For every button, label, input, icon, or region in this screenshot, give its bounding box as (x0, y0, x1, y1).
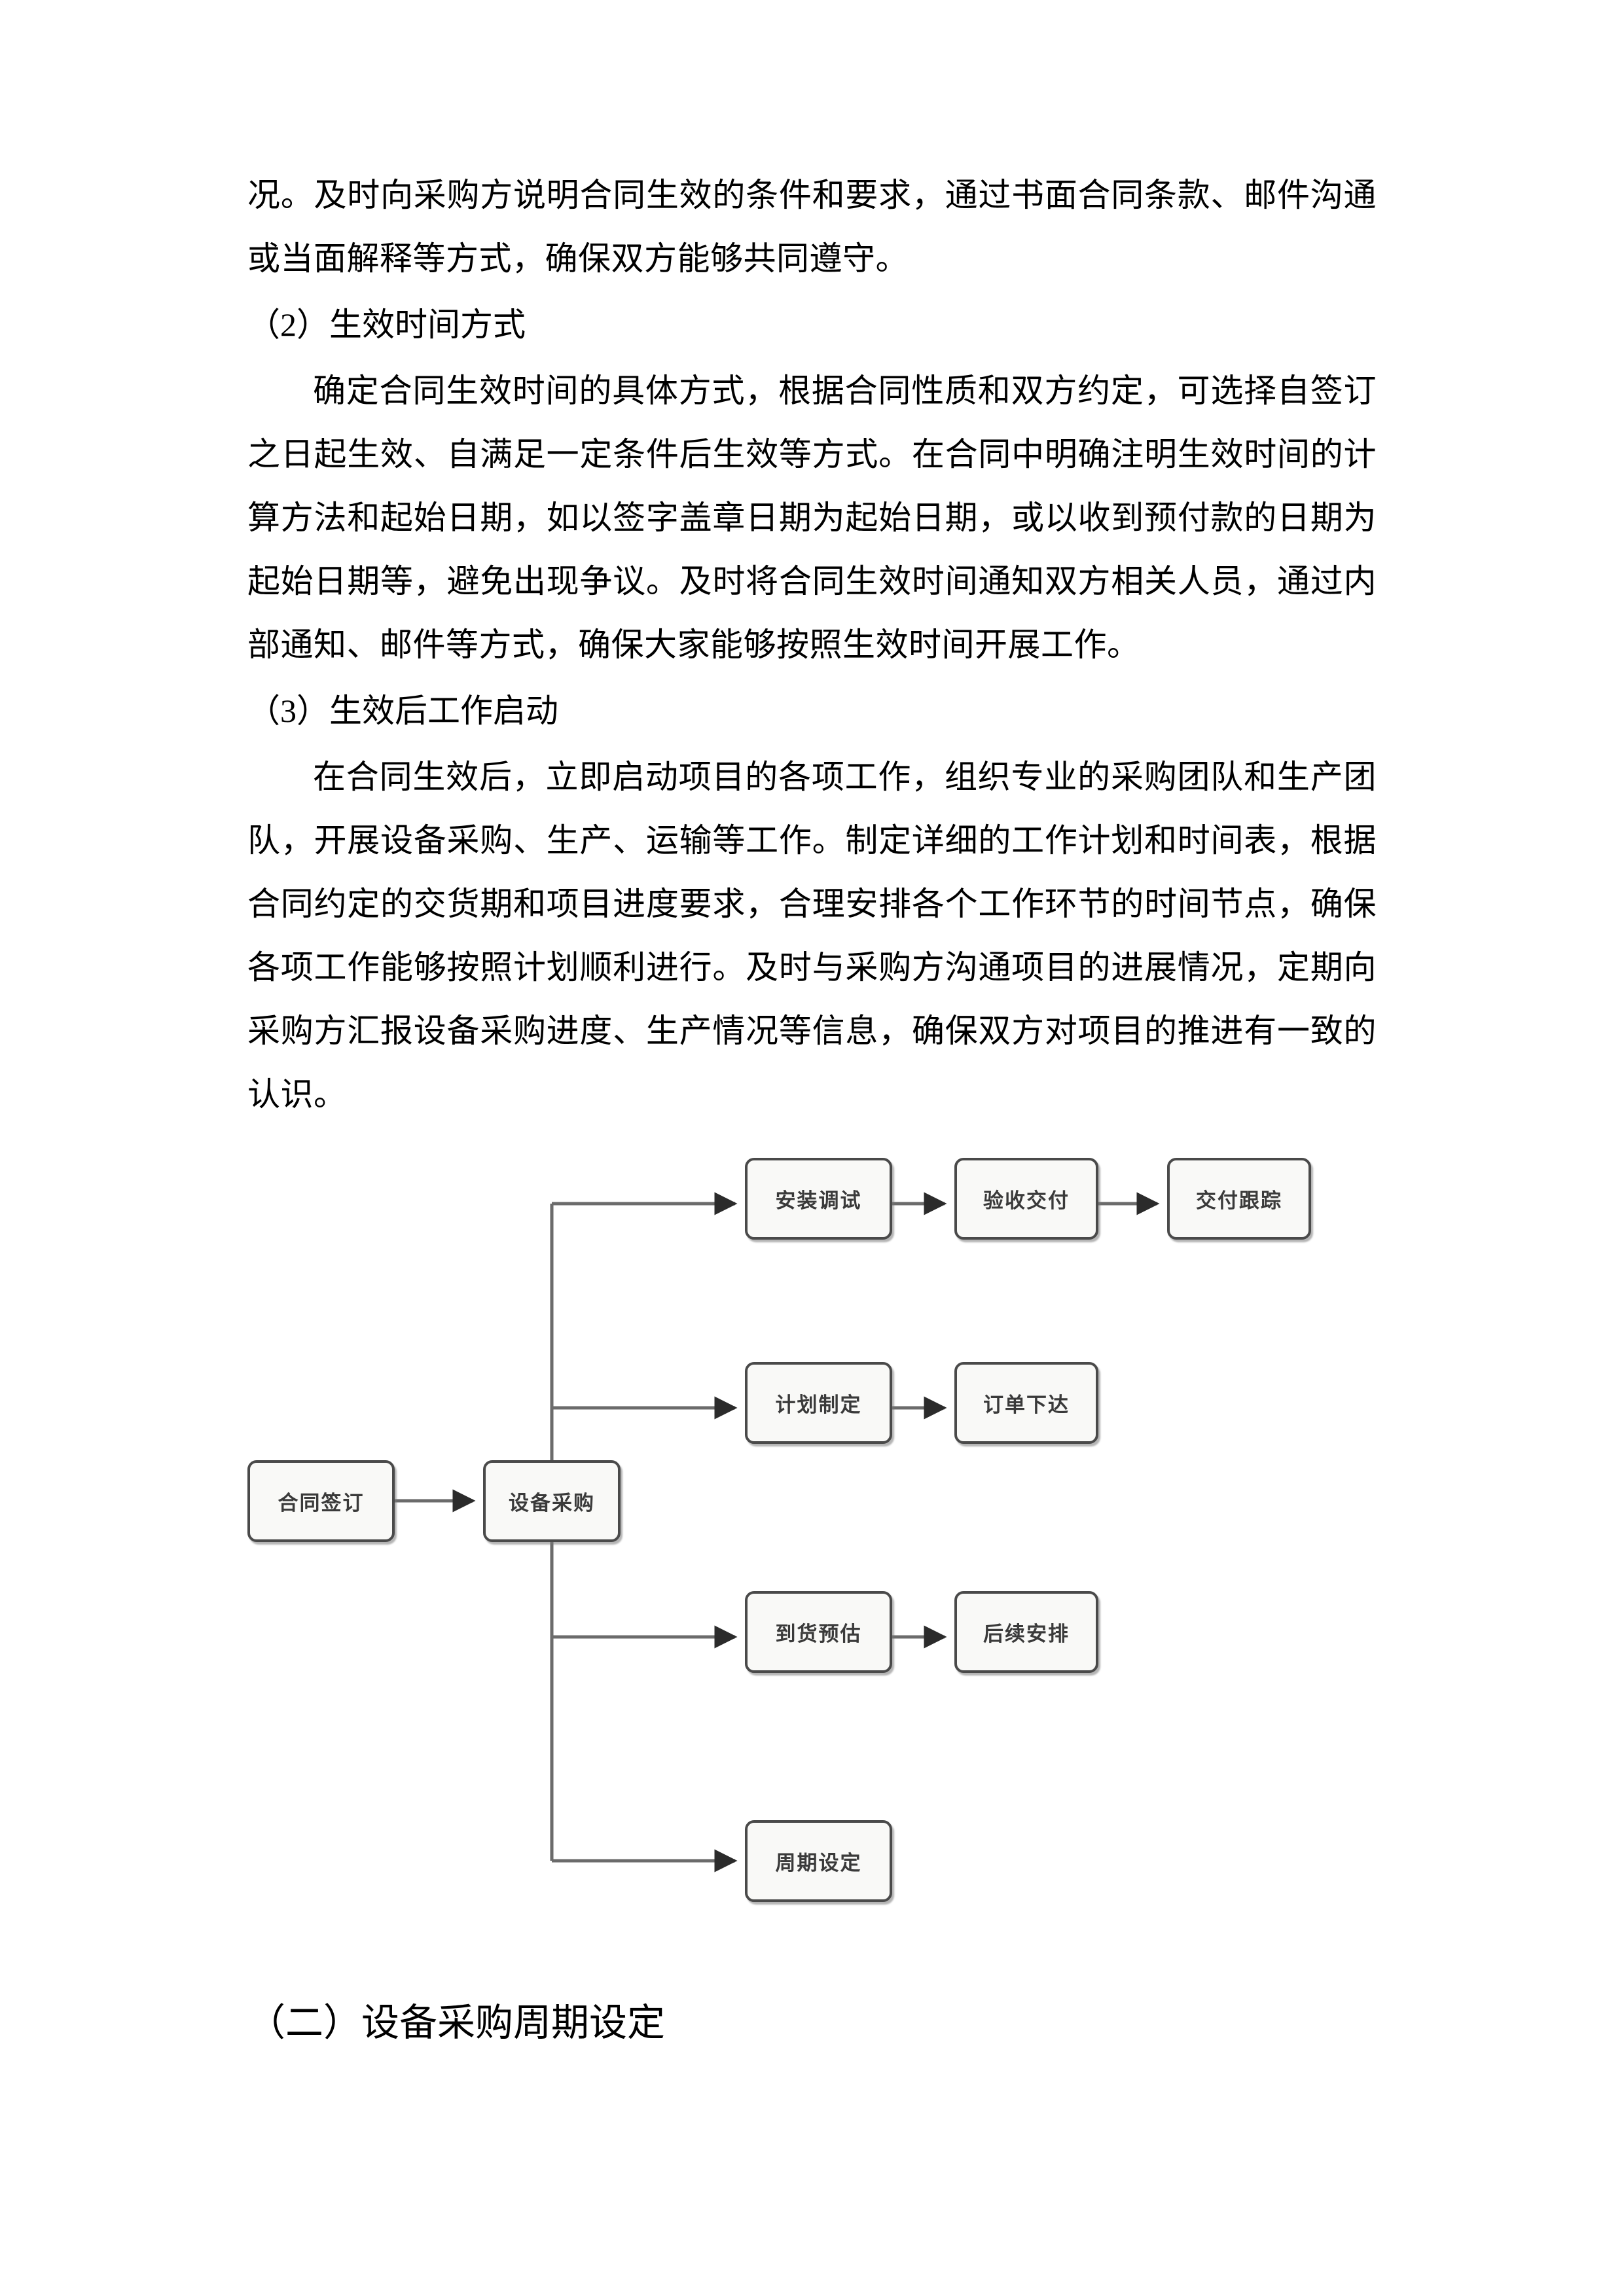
paragraph-intro-continued: 况。及时向采购方说明合同生效的条件和要求，通过书面合同条款、邮件沟通或当面解释等… (247, 177, 1377, 277)
flowchart-connectors (395, 1192, 1160, 1873)
flow-node-plan-formulation[interactable]: 计划制定 (745, 1362, 892, 1444)
flow-node-order-placement[interactable]: 订单下达 (954, 1362, 1098, 1444)
flow-node-followup-arrangement[interactable]: 后续安排 (954, 1591, 1098, 1673)
flow-node-label: 计划制定 (775, 1393, 862, 1416)
list-heading-2: （2）生效时间方式 (247, 306, 526, 343)
flow-node-equipment-procurement[interactable]: 设备采购 (483, 1460, 621, 1542)
flow-node-label: 周期设定 (775, 1852, 862, 1874)
flow-node-contract-signing[interactable]: 合同签订 (247, 1460, 395, 1542)
flow-node-acceptance-delivery[interactable]: 验收交付 (954, 1158, 1098, 1240)
paragraph-post-effective-startup: 在合同生效后，立即启动项目的各项工作，组织专业的采购团队和生产团队，开展设备采购… (247, 759, 1377, 1113)
flow-node-cycle-setting[interactable]: 周期设定 (745, 1820, 892, 1902)
page-content: 况。及时向采购方说明合同生效的条件和要求，通过书面合同条款、邮件沟通或当面解释等… (247, 164, 1377, 2056)
list-heading-3: （3）生效后工作启动 (247, 692, 558, 729)
flow-node-label: 验收交付 (983, 1189, 1070, 1212)
flow-node-label: 安装调试 (775, 1189, 862, 1212)
flow-node-installation-commissioning[interactable]: 安装调试 (745, 1158, 892, 1240)
flow-node-label: 订单下达 (983, 1393, 1070, 1416)
flow-node-label: 交付跟踪 (1196, 1189, 1282, 1212)
flow-node-label: 后续安排 (983, 1623, 1070, 1645)
flow-node-delivery-tracking[interactable]: 交付跟踪 (1167, 1158, 1311, 1240)
flow-node-label: 合同签订 (278, 1492, 365, 1515)
flow-node-label: 设备采购 (509, 1492, 595, 1515)
paragraph-effective-time-method: 确定合同生效时间的具体方式，根据合同性质和双方约定，可选择自签订之日起生效、自满… (247, 372, 1377, 663)
flow-node-label: 到货预估 (775, 1623, 862, 1645)
procurement-flowchart: 合同签订 设备采购 安装调试 验收交付 交付跟踪 计划制定 订单下达 到货预估 (247, 1146, 1377, 1964)
section-title-procurement-cycle: （二）设备采购周期设定 (247, 2001, 666, 2044)
flow-node-arrival-estimate[interactable]: 到货预估 (745, 1591, 892, 1673)
